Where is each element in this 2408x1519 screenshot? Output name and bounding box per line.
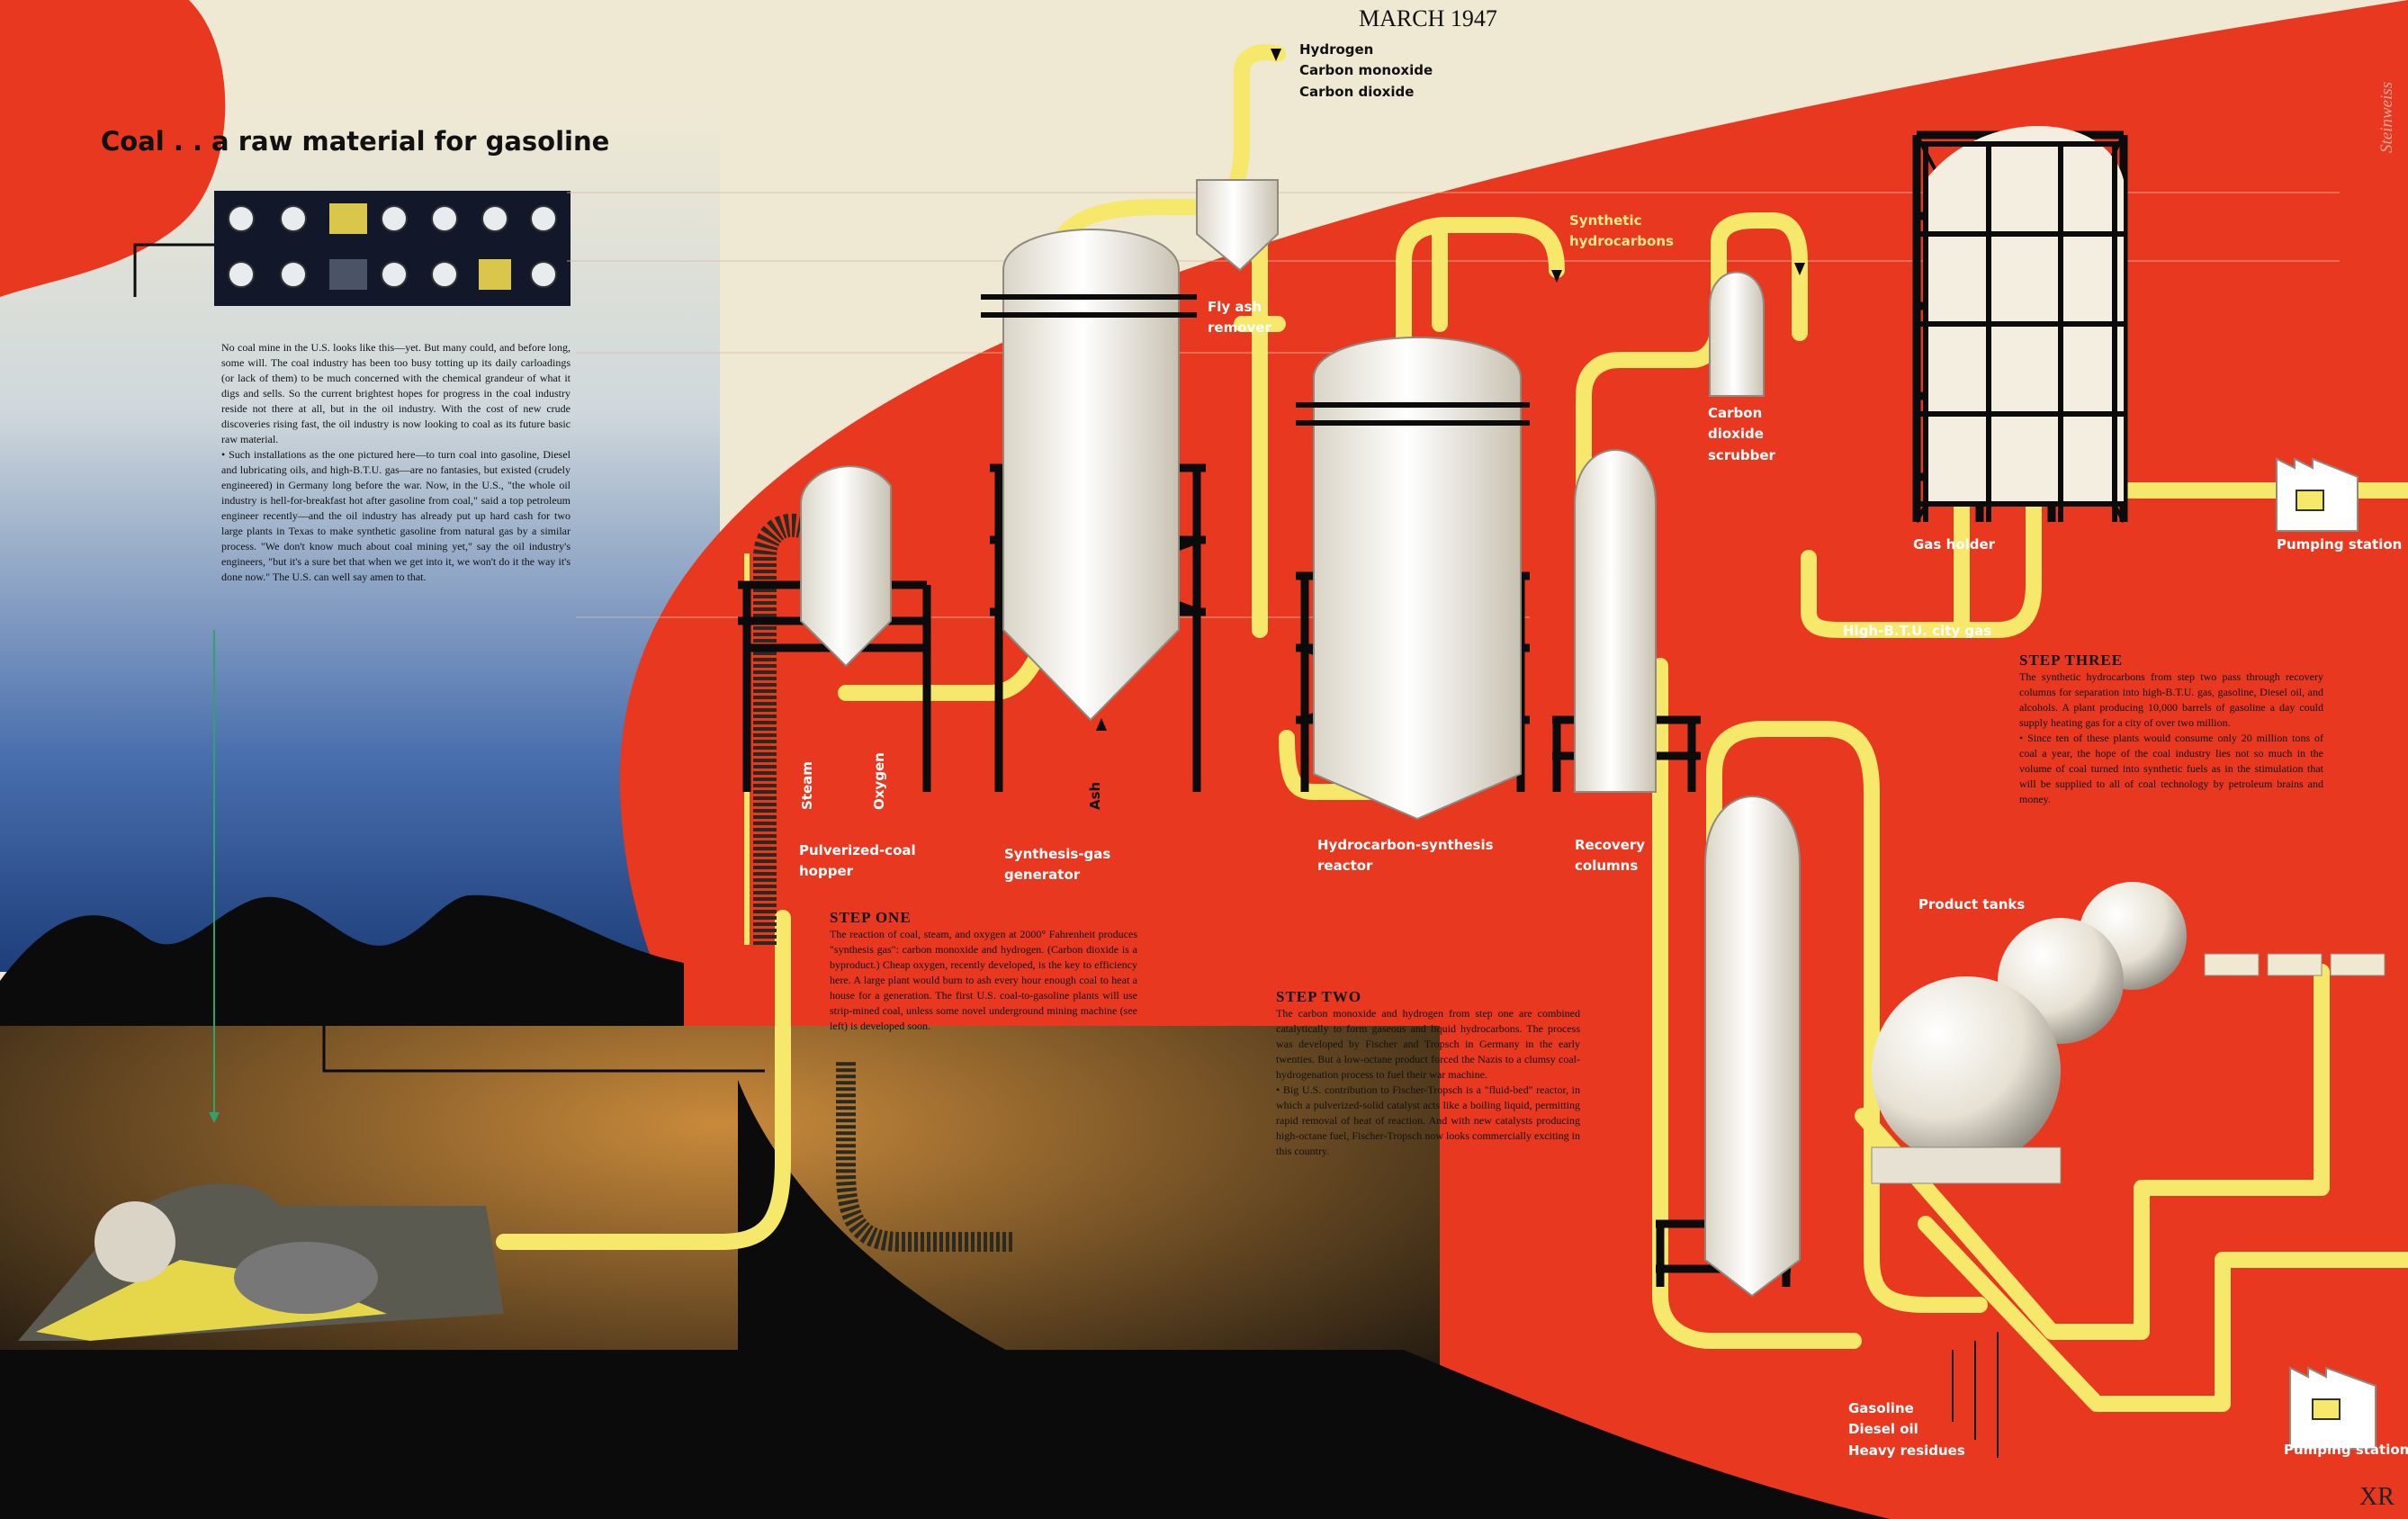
title-word: Coal bbox=[101, 126, 165, 157]
ground-shadow bbox=[0, 1350, 1890, 1519]
tank-cars bbox=[2204, 953, 2386, 976]
fly-ash-vessel bbox=[1196, 179, 1279, 272]
step-text-continued: • Since ten of these plants would consum… bbox=[2019, 732, 2323, 806]
label-pumping-station-2: Pumping station bbox=[2284, 1442, 2408, 1458]
title-rest: . . a raw material for gasoline bbox=[173, 126, 610, 157]
step-text: The reaction of coal, steam, and oxygen … bbox=[830, 928, 1137, 1033]
step-text-continued: • Big U.S. contribution to Fischer-Trops… bbox=[1276, 1083, 1580, 1158]
intro-paragraph: • Such installations as the one pictured… bbox=[221, 448, 571, 584]
step-heading: STEP TWO bbox=[1276, 988, 1362, 1005]
step-text: The synthetic hydrocarbons from step two… bbox=[2019, 670, 2323, 730]
product-tanks bbox=[1871, 882, 2187, 1184]
scrubber-vessel bbox=[1709, 271, 1765, 397]
intro-text: No coal mine in the U.S. looks like this… bbox=[221, 340, 571, 586]
label-fly-ash-remover: Fly ash remover bbox=[1208, 299, 1271, 337]
label-recovery-columns: Recovery columns bbox=[1575, 837, 1646, 875]
issue-date: MARCH 1947 bbox=[1359, 5, 1497, 31]
step-three: STEP THREE The synthetic hydrocarbons fr… bbox=[2019, 652, 2323, 807]
step-one: STEP ONE The reaction of coal, steam, an… bbox=[830, 909, 1137, 1034]
gas-holder-dome bbox=[1926, 126, 2124, 504]
label-co2-scrubber: Carbon dioxide scrubber bbox=[1708, 405, 1775, 463]
label-reactor: Hydrocarbon-synthesis reactor bbox=[1317, 837, 1494, 875]
label-steam: Steam bbox=[799, 761, 815, 810]
mining-machine bbox=[18, 1183, 504, 1341]
generator-vessel bbox=[1002, 229, 1180, 722]
step-heading: STEP THREE bbox=[2019, 652, 2124, 669]
page-title: Coal . . a raw material for gasoline bbox=[101, 126, 609, 157]
instrument-panel bbox=[214, 191, 571, 306]
label-oxygen: Oxygen bbox=[871, 752, 887, 810]
hopper-vessel bbox=[800, 465, 892, 668]
label-pumping-station-1: Pumping station bbox=[2277, 536, 2403, 553]
label-synthetic-hydrocarbons: Synthetic hydrocarbons bbox=[1569, 212, 1674, 250]
step-text: The carbon monoxide and hydrogen from st… bbox=[1276, 1007, 1580, 1082]
label-gas-holder: Gas holder bbox=[1913, 536, 1996, 553]
pumping-stations bbox=[2276, 457, 2377, 1450]
label-hopper: Pulverized-coal hopper bbox=[799, 842, 916, 880]
label-gases: Hydrogen Carbon monoxide Carbon dioxide bbox=[1299, 41, 1433, 100]
label-ash: Ash bbox=[1087, 781, 1103, 810]
intro-paragraph: No coal mine in the U.S. looks like this… bbox=[221, 341, 571, 446]
vessels bbox=[800, 126, 2124, 1298]
label-city-gas: High-B.T.U. city gas bbox=[1843, 623, 1992, 639]
recovery-vessel-2 bbox=[1704, 795, 1801, 1298]
corner-mark: XR bbox=[2359, 1483, 2395, 1511]
reactor-vessel bbox=[1313, 337, 1522, 821]
pipes bbox=[496, 44, 2408, 1412]
step-two: STEP TWO The carbon monoxide and hydroge… bbox=[1276, 988, 1580, 1159]
recovery-vessel-1 bbox=[1574, 449, 1657, 793]
step-heading: STEP ONE bbox=[830, 909, 912, 926]
label-generator: Synthesis-gas generator bbox=[1004, 846, 1111, 884]
label-products: Gasoline Diesel oil Heavy residues bbox=[1848, 1400, 1965, 1459]
label-product-tanks: Product tanks bbox=[1918, 896, 2026, 912]
artist-signature: Steinweiss bbox=[2377, 81, 2396, 153]
red-corner-blob bbox=[0, 0, 226, 297]
